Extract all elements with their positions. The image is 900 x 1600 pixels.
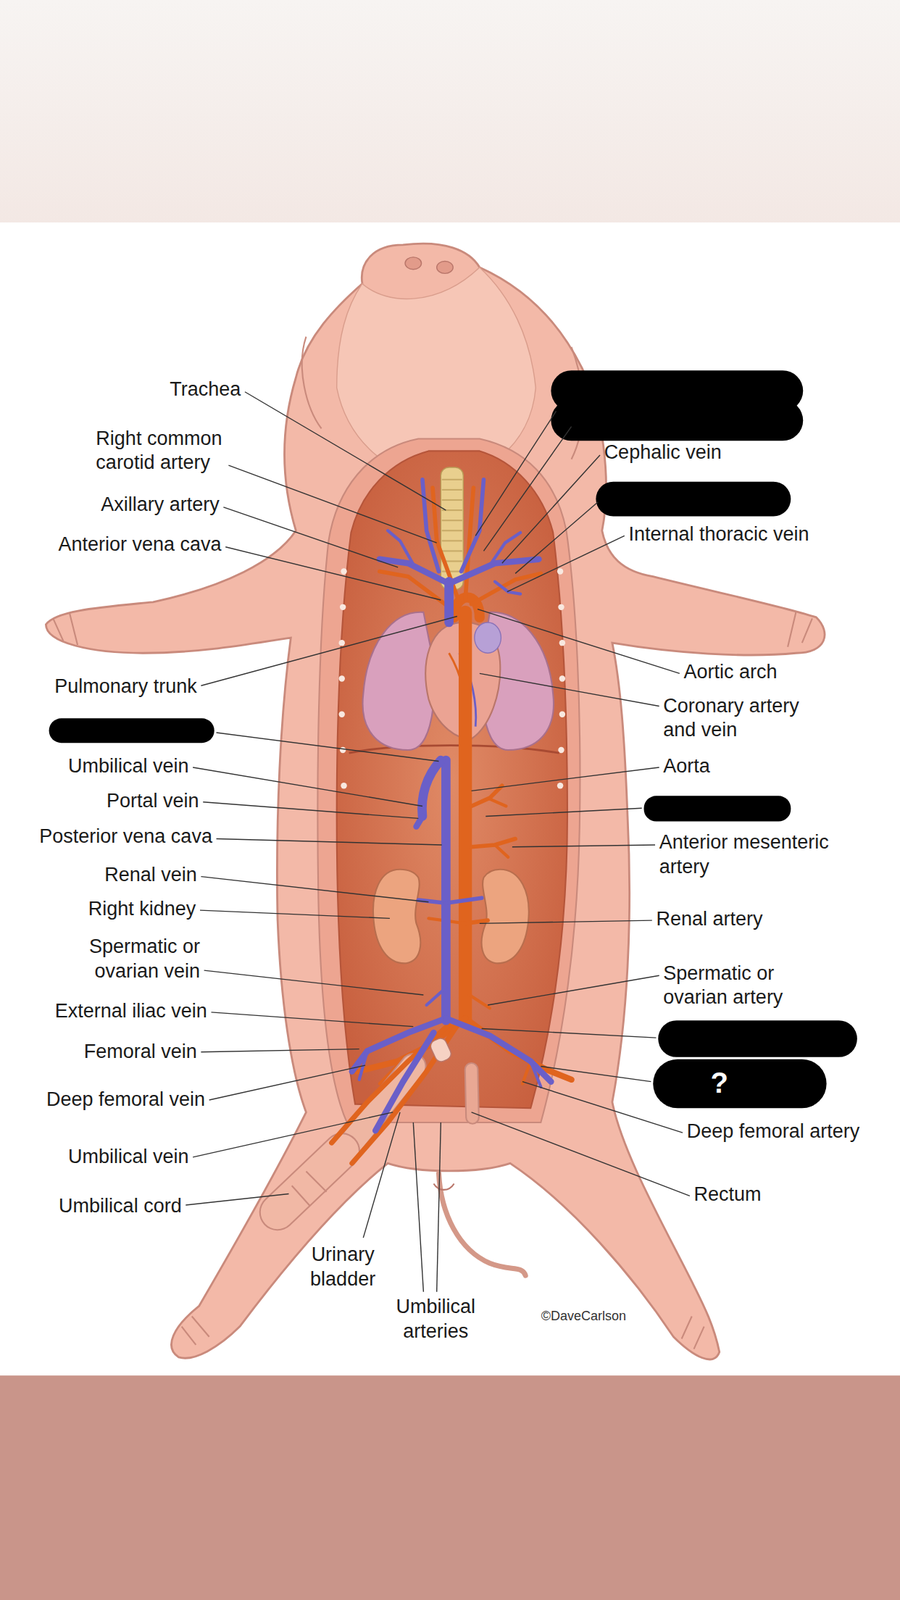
structure-label: Anterior vena cava <box>57 532 222 558</box>
structure-label: Axillary artery <box>100 492 220 518</box>
structure-label: Trachea <box>169 377 241 403</box>
structure-label: Renal vein <box>104 863 198 888</box>
structure-label: Aortic arch <box>683 660 777 685</box>
structure-label: Spermatic or ovarian vein <box>62 934 200 985</box>
structure-label: Urinary bladder <box>297 1242 389 1293</box>
credit-text: ©DaveCarlson <box>541 1307 627 1325</box>
structure-label: Anterior mesenteric artery <box>659 830 863 880</box>
structure-label: Renal artery <box>655 907 763 932</box>
structure-label: Cephalic vein <box>604 440 722 466</box>
structure-label: Spermatic or ovarian artery <box>663 961 808 1011</box>
structure-label: Deep femoral artery <box>686 1119 861 1145</box>
structure-label: Umbilical cord <box>58 1194 182 1219</box>
leader-line <box>185 392 690 1293</box>
structure-label: Aorta <box>663 754 711 779</box>
structure-label: Rectum <box>694 1182 762 1208</box>
structure-label: Umbilical vein <box>68 1144 190 1170</box>
structure-label: Pulmonary trunk <box>54 674 198 700</box>
structure-label: Coronary artery and vein <box>663 694 816 744</box>
structure-label: Right common carotid artery <box>95 426 241 477</box>
structure-label: Internal thoracic vein <box>628 522 809 548</box>
structure-label: Portal vein <box>106 789 200 814</box>
question-mark: ? <box>710 1064 729 1101</box>
structure-label: External iliac vein <box>55 999 208 1024</box>
structure-label: Deep femoral vein <box>46 1087 206 1113</box>
structure-label: Posterior vena cava <box>39 824 213 850</box>
structure-label: Umbilical vein <box>68 754 190 779</box>
redaction-mark <box>49 370 858 1108</box>
structure-label: Right kidney <box>88 897 197 922</box>
structure-label: Femoral vein <box>84 1039 198 1065</box>
structure-label: Umbilical arteries <box>386 1294 485 1345</box>
